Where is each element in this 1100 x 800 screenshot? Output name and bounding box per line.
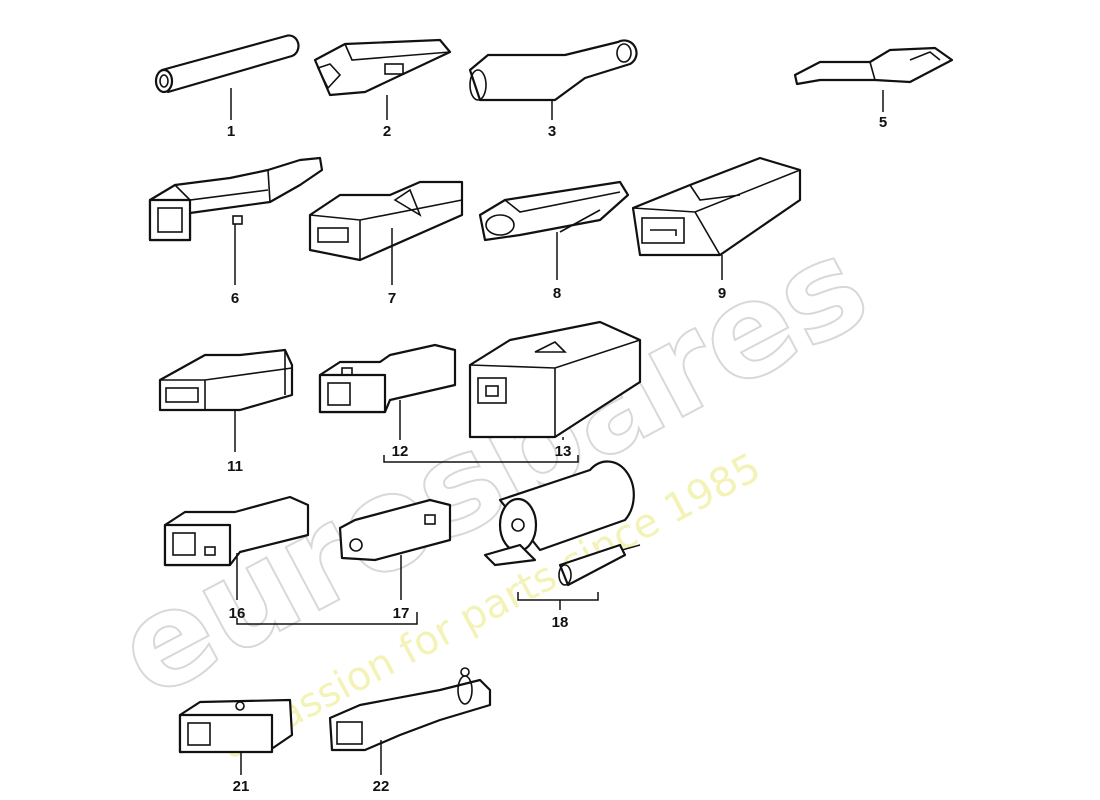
label-13: 13 <box>555 443 572 460</box>
part-21-sleeve[interactable] <box>178 698 294 775</box>
svg-text:eurospares: eurospares <box>93 207 890 727</box>
part-16-plug[interactable] <box>163 495 310 600</box>
part-5-clip[interactable] <box>793 46 954 112</box>
label-16: 16 <box>229 605 246 622</box>
part-3-flag-terminal[interactable] <box>468 39 638 120</box>
part-6-connector[interactable] <box>148 156 324 285</box>
part-8-sleeve[interactable] <box>478 180 630 280</box>
label-22: 22 <box>373 778 390 795</box>
label-5: 5 <box>879 114 887 131</box>
label-9: 9 <box>718 285 726 302</box>
part-11-housing[interactable] <box>158 348 294 452</box>
part-13-housing[interactable] <box>468 320 642 440</box>
label-8: 8 <box>553 285 561 302</box>
part-12-plug[interactable] <box>318 343 457 440</box>
label-11: 11 <box>227 458 243 475</box>
part-22-connector[interactable] <box>328 667 492 775</box>
label-2: 2 <box>383 123 391 140</box>
label-6: 6 <box>231 290 239 307</box>
part-labels: 1 2 3 5 6 7 8 9 11 12 13 16 17 18 21 22 <box>227 114 887 795</box>
watermark: eurospares a passion for parts since 198… <box>92 206 891 769</box>
part-18-socket-pin[interactable] <box>483 460 641 610</box>
part-17-terminal[interactable] <box>338 498 452 600</box>
label-3: 3 <box>548 123 556 140</box>
label-18: 18 <box>552 614 569 631</box>
label-7: 7 <box>388 290 396 307</box>
bracket-12-13 <box>383 455 579 463</box>
bracket-16-17 <box>236 612 418 625</box>
part-9-cover[interactable] <box>631 156 802 280</box>
label-17: 17 <box>393 605 410 622</box>
label-12: 12 <box>392 443 409 460</box>
label-1: 1 <box>227 123 235 140</box>
label-21: 21 <box>233 778 250 795</box>
part-7-housing[interactable] <box>308 180 464 285</box>
part-1-tube[interactable] <box>154 34 300 120</box>
part-2-housing[interactable] <box>313 38 452 120</box>
